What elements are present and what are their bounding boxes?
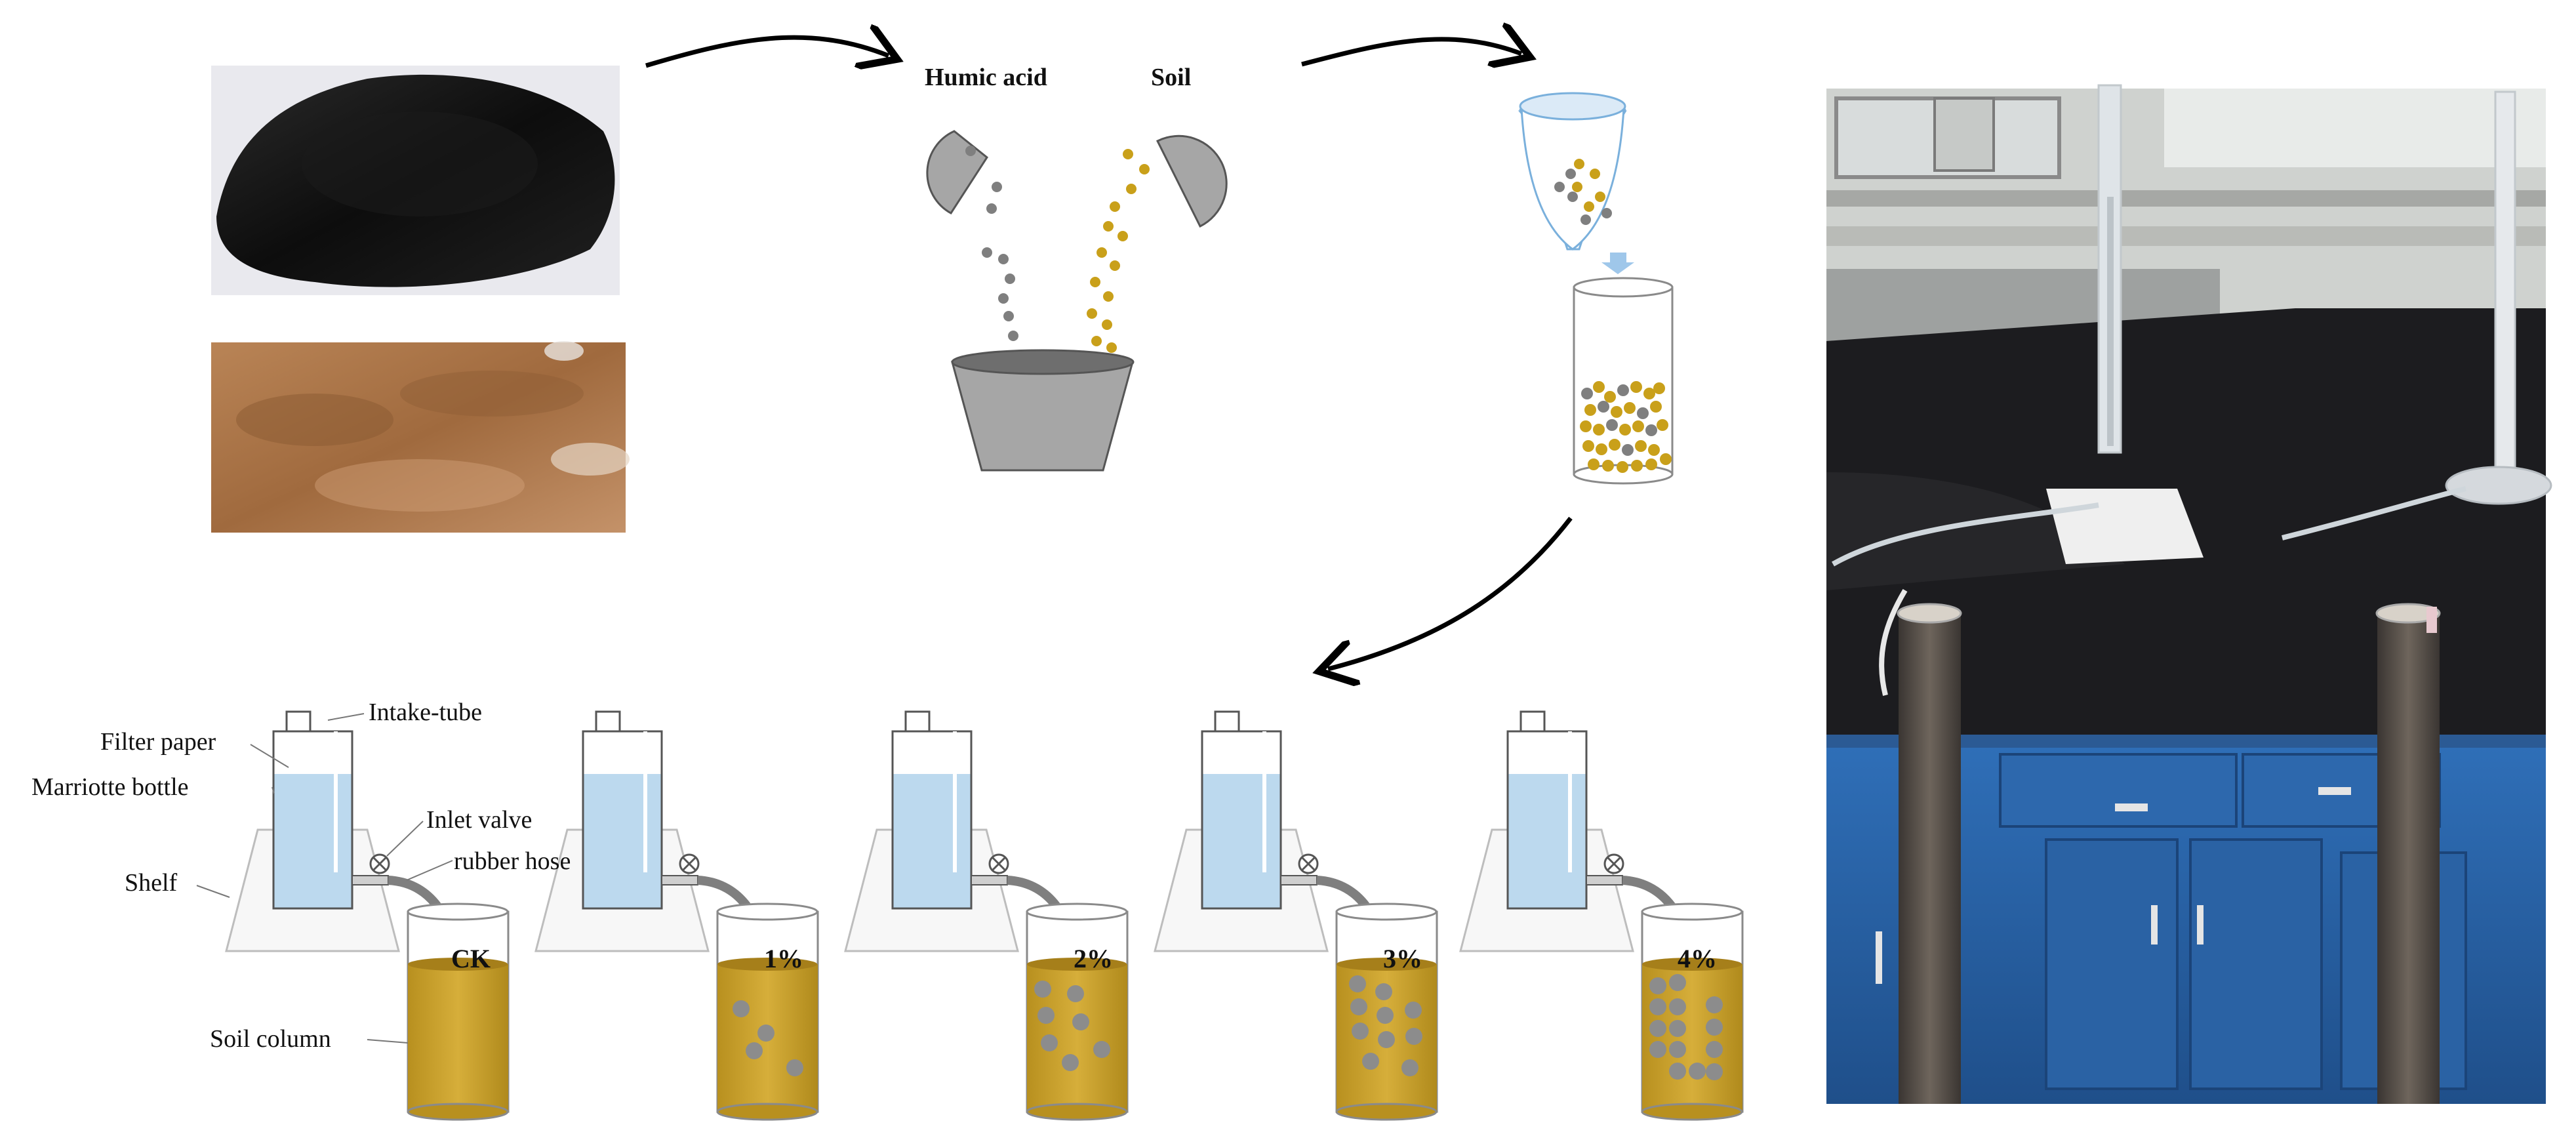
treatment-label-4pct: 4%: [1678, 944, 1717, 973]
inlet-valve-label: Inlet valve: [426, 806, 532, 834]
soil-particles: [1087, 149, 1150, 353]
apparatus-setup-3pct: [1154, 710, 1438, 1121]
lab-photo: [1826, 84, 2552, 1104]
soil-label: Soil: [1151, 64, 1191, 91]
soil-column-label: Soil column: [210, 1025, 331, 1053]
humic-acid-particles: [965, 146, 1018, 341]
soil-photo: [211, 341, 630, 533]
soil-scoop: [1156, 134, 1228, 228]
apparatus-setup-1pct: [534, 710, 819, 1121]
rubber-hose-label: rubber hose: [454, 847, 571, 875]
filter-paper-label: Filter paper: [100, 728, 216, 756]
flow-arrow-1: [645, 37, 889, 66]
humic-acid-scoop: [926, 130, 988, 214]
flow-arrow-3: [1328, 516, 1573, 669]
treatment-label-1pct: 1%: [764, 944, 803, 973]
humic-acid-photo: [211, 66, 620, 295]
funnel-particles: [1554, 159, 1612, 225]
treatment-label-ck: CK: [451, 944, 491, 973]
mixing-bowl: [951, 349, 1135, 472]
intake-tube-label: Intake-tube: [369, 699, 482, 726]
flow-arrow-2: [1301, 39, 1521, 64]
humic-acid-label: Humic acid: [925, 64, 1047, 91]
apparatus-setup-4pct: [1459, 710, 1744, 1121]
treatment-label-2pct: 2%: [1074, 944, 1113, 973]
funnel-down-arrow: [1601, 253, 1634, 274]
marriotte-bottle-label: Marriotte bottle: [31, 773, 189, 801]
leader-lines: [196, 713, 453, 1044]
packed-column-particles: [1580, 381, 1672, 473]
apparatus-setup-ck: [225, 710, 510, 1121]
shelf-label: Shelf: [125, 869, 178, 897]
apparatus-setup-2pct: [844, 710, 1129, 1121]
funnel-bowl: [1519, 92, 1626, 251]
treatment-label-3pct: 3%: [1383, 944, 1422, 973]
